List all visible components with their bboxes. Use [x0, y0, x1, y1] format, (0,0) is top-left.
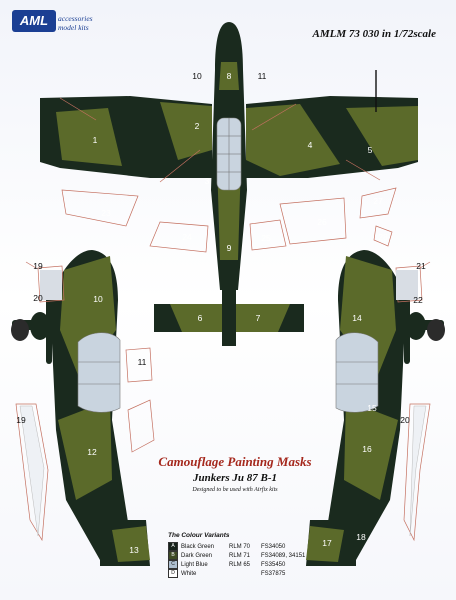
camo-patch — [56, 108, 122, 166]
part-number: 5 — [367, 145, 373, 155]
camo-patch — [344, 400, 398, 500]
part-number: 24 — [182, 232, 192, 242]
part-number: 10 — [93, 294, 103, 304]
tail-fuselage — [222, 286, 236, 346]
colour-row: C Light Blue RLM 65 FS35450 — [168, 560, 318, 569]
logo: AML accessories model kits — [12, 10, 122, 46]
colour-row: B Dark Green RLM 71 FS34089, 34151 — [168, 551, 318, 560]
part-number: 1 — [92, 135, 98, 145]
part-number: 14 — [352, 313, 362, 323]
camo-patch — [112, 526, 150, 562]
camo-patch — [246, 104, 340, 176]
part-number: 7 — [255, 313, 261, 323]
part-number: 3 — [204, 176, 210, 186]
product-code: AMLM 73 030 in 1/72scale — [312, 28, 436, 40]
part-number: 28 — [378, 232, 388, 242]
aircraft-name: Junkers Ju 87 B-1 — [192, 472, 278, 484]
part-number: 12 — [87, 447, 97, 457]
logo-mark: AML — [12, 10, 56, 32]
colour-swatch: D — [168, 569, 178, 578]
part-number: 13 — [129, 545, 139, 555]
part-number: 20 — [33, 293, 43, 303]
logo-tagline: accessories model kits — [58, 14, 93, 32]
part-number: 2 — [194, 121, 200, 131]
sheet-title: Camouflage Painting Masks — [158, 454, 312, 469]
part-number: 9 — [226, 243, 232, 253]
camo-patch — [58, 400, 112, 500]
left-side-view — [11, 250, 155, 566]
spinner — [406, 312, 426, 340]
part-number: 20 — [400, 415, 410, 425]
top-view — [40, 22, 418, 346]
part-number: 15 — [367, 403, 377, 413]
colour-swatch: C — [168, 560, 178, 569]
camo-patch — [160, 102, 212, 160]
colour-variants: The Colour Variants A Black Green RLM 70… — [168, 532, 318, 578]
kit-note: Designed to be used with Airfix kits — [192, 487, 278, 493]
part-number: 21 — [416, 261, 426, 271]
part-number: 10 — [192, 71, 202, 81]
camo-patch — [170, 304, 222, 332]
colour-row: D White FS37875 — [168, 569, 318, 578]
part-number: 11 — [257, 71, 267, 81]
part-number: 6 — [197, 313, 203, 323]
part-number: 8 — [226, 71, 232, 81]
colour-row: A Black Green RLM 70 FS34050 — [168, 542, 318, 551]
part-number: 26 — [317, 217, 327, 227]
part-number: 4 — [307, 140, 313, 150]
part-number: 16 — [362, 444, 372, 454]
canopy-side — [335, 332, 379, 413]
part-number: 22 — [413, 295, 423, 305]
colour-swatch: A — [168, 542, 178, 551]
part-number: 17 — [322, 538, 332, 548]
camo-patch — [346, 106, 418, 166]
camo-patch — [236, 304, 290, 332]
camo-patch — [306, 526, 344, 562]
colour-swatch: B — [168, 551, 178, 560]
part-number: 11 — [137, 357, 147, 367]
camo-patch — [219, 62, 239, 90]
part-number: 19 — [16, 415, 26, 425]
part-number: 18 — [356, 532, 366, 542]
part-number: 27 — [373, 196, 383, 206]
part-number: 23 — [101, 208, 111, 218]
spinner — [30, 312, 50, 340]
part-number: 25 — [261, 233, 271, 243]
canopy-side — [77, 332, 121, 413]
right-side-view — [306, 250, 445, 566]
colour-heading: The Colour Variants — [168, 532, 230, 539]
part-number: 19 — [33, 261, 43, 271]
